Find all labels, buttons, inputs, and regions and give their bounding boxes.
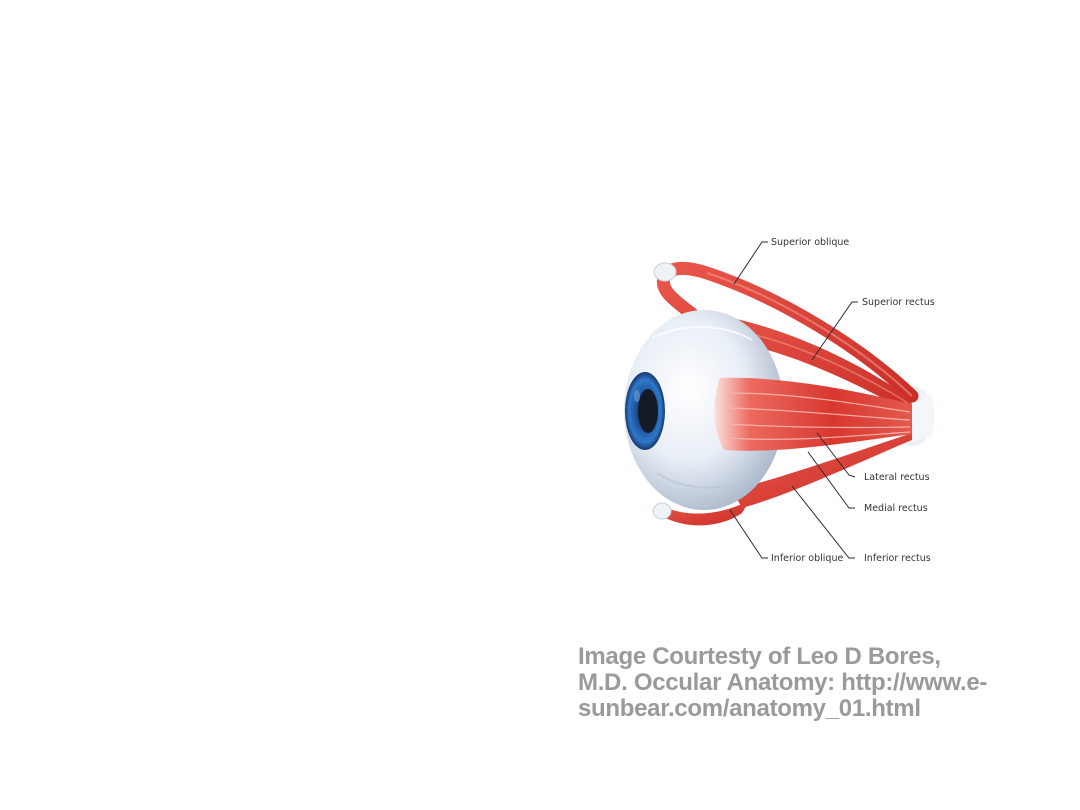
lateral-rectus-muscle — [714, 377, 912, 451]
label-superior-oblique: Superior oblique — [771, 237, 849, 248]
label-lateral-rectus: Lateral rectus — [864, 472, 930, 483]
credit-line-1: Image Courtesty of Leo D Bores, — [578, 643, 941, 670]
eyeball — [624, 310, 784, 510]
label-superior-rectus: Superior rectus — [862, 297, 935, 308]
credit-line-3: sunbear.com/anatomy_01.html — [578, 695, 921, 722]
leader-lines — [729, 241, 858, 559]
credit-line-2: M.D. Occular Anatomy: http://www.e- — [578, 669, 988, 696]
eye-muscles-illustration: Superior oblique Superior rectus Lateral… — [624, 237, 935, 564]
eye-muscles-diagram: Superior oblique Superior rectus Lateral… — [612, 228, 942, 576]
image-credit: Image Courtesty of Leo D Bores, M.D. Occ… — [578, 644, 1048, 722]
label-medial-rectus: Medial rectus — [864, 503, 928, 514]
label-inferior-oblique: Inferior oblique — [771, 553, 843, 564]
superior-oblique-muscle — [653, 261, 919, 403]
label-inferior-rectus: Inferior rectus — [864, 553, 931, 564]
inferior-oblique-muscle — [652, 500, 750, 526]
pupil — [638, 389, 658, 433]
iris — [625, 372, 665, 450]
